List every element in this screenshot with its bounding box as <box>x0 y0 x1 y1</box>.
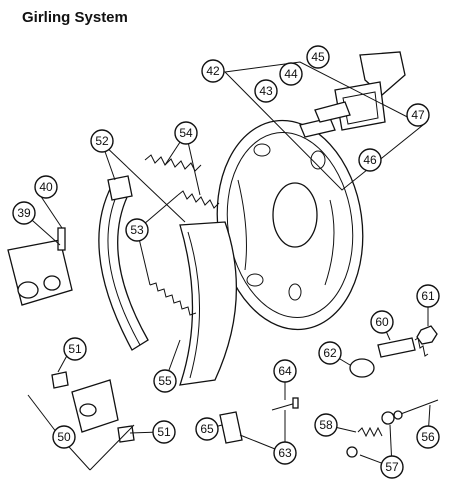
svg-text:58: 58 <box>319 418 333 432</box>
svg-text:51: 51 <box>68 342 82 356</box>
svg-text:46: 46 <box>363 153 377 167</box>
callout-63: 63 <box>273 441 297 465</box>
svg-text:63: 63 <box>278 446 292 460</box>
svg-text:47: 47 <box>411 108 425 122</box>
svg-text:65: 65 <box>200 422 214 436</box>
pivot-bolt <box>271 397 299 411</box>
callout-53: 53 <box>125 218 149 242</box>
callout-39: 39 <box>12 201 36 225</box>
callout-50: 50 <box>52 425 76 449</box>
svg-text:61: 61 <box>421 289 435 303</box>
callout-60: 60 <box>370 310 394 334</box>
callout-65: 65 <box>195 417 219 441</box>
adjuster-unit <box>51 371 135 443</box>
callout-44: 44 <box>279 62 303 86</box>
svg-text:64: 64 <box>278 364 292 378</box>
svg-text:56: 56 <box>421 430 435 444</box>
callout-61: 61 <box>416 284 440 308</box>
svg-text:60: 60 <box>375 315 389 329</box>
backing-plate <box>216 119 364 331</box>
pull-rod <box>393 399 439 420</box>
svg-text:40: 40 <box>39 180 53 194</box>
locking-plate <box>219 411 243 444</box>
svg-text:54: 54 <box>179 126 193 140</box>
callout-45: 45 <box>306 45 330 69</box>
svg-text:50: 50 <box>57 430 71 444</box>
svg-text:42: 42 <box>206 64 220 78</box>
wheel-cylinder <box>7 227 73 306</box>
svg-text:43: 43 <box>259 84 273 98</box>
svg-text:55: 55 <box>158 374 172 388</box>
callout-55: 55 <box>153 369 177 393</box>
callout-52: 52 <box>90 129 114 153</box>
callout-40: 40 <box>34 175 58 199</box>
callout-47: 47 <box>406 103 430 127</box>
callout-42: 42 <box>201 59 225 83</box>
callout-56: 56 <box>416 425 440 449</box>
svg-text:44: 44 <box>284 67 298 81</box>
shoe-spring-upper <box>144 154 202 172</box>
svg-text:57: 57 <box>385 460 399 474</box>
callout-43: 43 <box>254 79 278 103</box>
brake-shoe-trailing <box>179 221 237 386</box>
diagram-title: Girling System <box>22 9 128 26</box>
callout-58: 58 <box>314 413 338 437</box>
adjuster-pin <box>349 325 438 378</box>
handbrake-clevis-kit <box>299 51 406 138</box>
svg-text:39: 39 <box>17 206 31 220</box>
svg-text:51: 51 <box>157 425 171 439</box>
callout-54: 54 <box>174 121 198 145</box>
shoe-spring-lower <box>149 282 197 316</box>
callout-46: 46 <box>358 148 382 172</box>
callout-51-second: 51 <box>152 420 176 444</box>
callout-57: 57 <box>380 455 404 479</box>
svg-text:45: 45 <box>311 50 325 64</box>
svg-text:53: 53 <box>130 223 144 237</box>
brake-shoe-leading <box>98 175 149 351</box>
shoe-spring-middle <box>177 190 220 209</box>
callout-62: 62 <box>318 341 342 365</box>
callout-51: 51 <box>63 337 87 361</box>
svg-text:52: 52 <box>95 134 109 148</box>
svg-text:62: 62 <box>323 346 337 360</box>
return-spring-small <box>346 411 395 458</box>
callout-64: 64 <box>273 359 297 383</box>
